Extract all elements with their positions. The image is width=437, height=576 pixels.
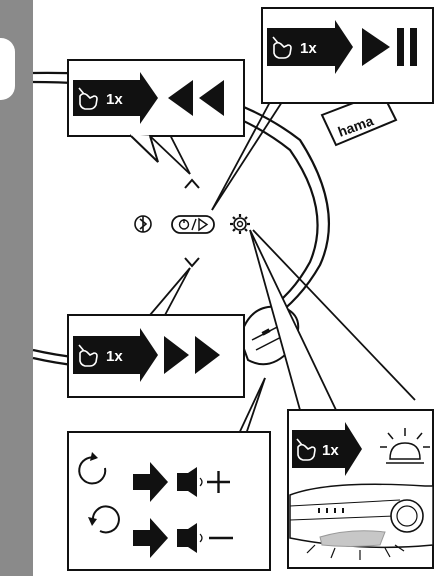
speaker-icon — [177, 523, 203, 553]
press-arrow — [267, 20, 353, 74]
callout-previous: 1x — [67, 59, 245, 163]
up-chevron-icon[interactable] — [184, 178, 200, 189]
gear-icon[interactable] — [230, 214, 250, 234]
press-count: 1x — [300, 40, 317, 57]
rotate-clockwise-icon — [78, 456, 107, 485]
press-arrow — [73, 72, 158, 124]
right-arrow-icon — [133, 518, 168, 558]
down-chevron-icon[interactable] — [184, 257, 200, 268]
control-panel — [134, 178, 250, 268]
speaker-icon — [177, 467, 203, 497]
plus-icon — [207, 471, 230, 493]
side-tab-notch — [0, 38, 15, 100]
rewind-icon — [168, 80, 224, 116]
callout-light: 1x — [287, 409, 434, 569]
lamp-icon — [380, 428, 430, 464]
volume-down-row — [88, 505, 233, 558]
callout-volume — [67, 431, 271, 571]
device-illustration — [289, 483, 434, 560]
press-count: 1x — [322, 442, 339, 459]
play-pause-icon — [362, 28, 417, 66]
volume-up-row — [78, 452, 230, 502]
light-rays — [306, 544, 405, 560]
right-arrow-icon — [133, 462, 168, 502]
fast-forward-icon — [164, 336, 220, 374]
power-play-button[interactable] — [171, 215, 215, 234]
press-arrow — [292, 422, 362, 476]
page-side-tab — [0, 0, 33, 576]
bluetooth-pair-icon[interactable] — [134, 215, 152, 233]
leader-lines — [149, 101, 416, 441]
callout-next: 1x — [67, 314, 245, 398]
press-arrow — [73, 328, 158, 382]
callout-play-pause: 1x — [261, 7, 434, 104]
rotate-counterclockwise-icon — [91, 505, 120, 534]
press-count: 1x — [106, 348, 123, 365]
press-count: 1x — [106, 91, 123, 108]
